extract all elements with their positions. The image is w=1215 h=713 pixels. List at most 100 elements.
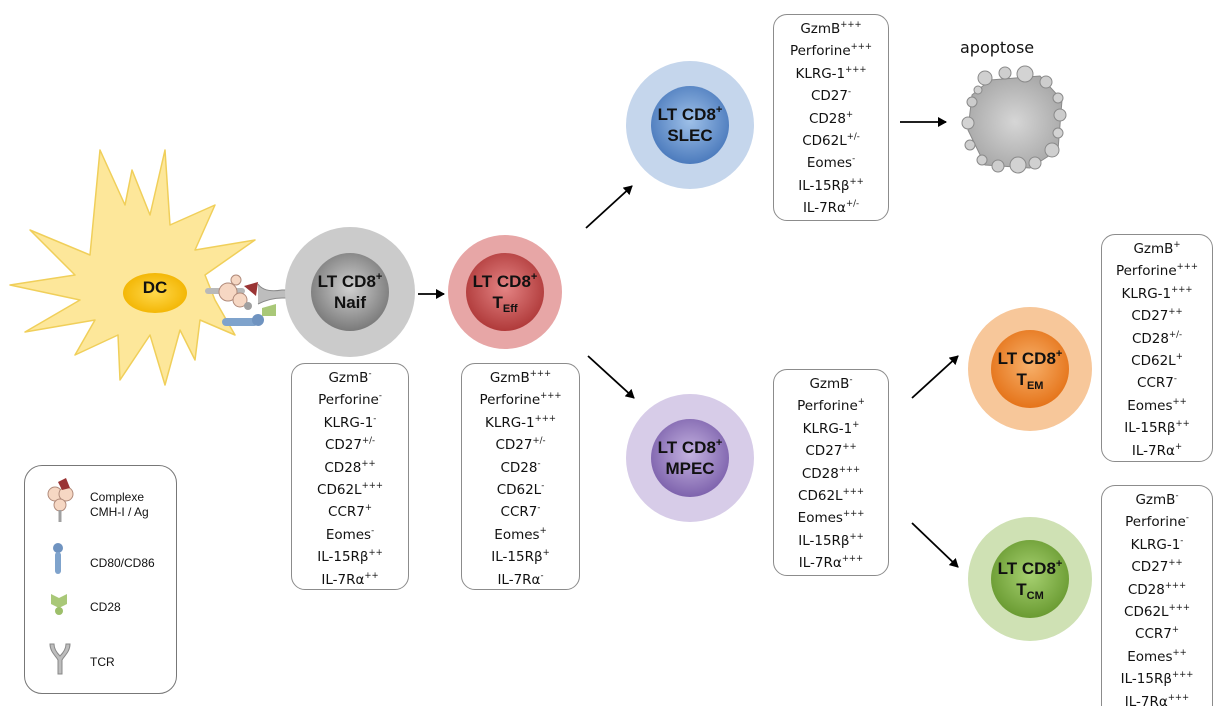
marker-level: +++ (850, 42, 873, 53)
marker-name: KLRG-1 (795, 65, 846, 82)
marker-row: CCR7+ (292, 501, 408, 523)
marker-row: IL-15Rβ+++ (1102, 668, 1212, 690)
markers-box-em: GzmB+Perforine+++KLRG-1+++CD27++CD28+/-C… (1101, 234, 1213, 462)
marker-row: IL-15Rβ++ (292, 546, 408, 568)
marker-row: GzmB+ (1102, 238, 1212, 260)
marker-name: Eomes (1127, 648, 1173, 665)
marker-level: - (371, 525, 375, 536)
arrow-mpec-to-cm (911, 522, 959, 568)
marker-name: Perforine (1115, 263, 1177, 280)
marker-name: KLRG-1 (484, 414, 535, 431)
marker-name: Eomes (494, 526, 540, 543)
marker-name: IL-15Rβ (491, 549, 543, 566)
marker-name: CD27 (1131, 559, 1169, 576)
marker-name: CD28 (1131, 330, 1169, 347)
marker-row: Eomes+++ (774, 507, 888, 529)
marker-name: CCR7 (328, 504, 365, 521)
marker-name: Eomes (806, 155, 853, 172)
marker-row: IL-7Rα+ (1102, 440, 1212, 462)
marker-row: IL-7Rα+++ (1102, 691, 1212, 713)
marker-name: Perforine (797, 398, 858, 415)
marker-level: ++ (364, 570, 379, 581)
marker-name: GzmB (328, 370, 369, 386)
marker-level: +++ (529, 369, 552, 379)
marker-row: CD28- (462, 457, 579, 479)
marker-row: KLRG-1+++ (1102, 283, 1212, 305)
marker-name: CD28 (808, 110, 846, 127)
marker-name: CD27 (810, 88, 848, 105)
marker-level: - (540, 570, 544, 581)
marker-level: +++ (534, 413, 557, 424)
marker-name: IL-7Rα (798, 555, 842, 572)
marker-level: +++ (840, 20, 862, 30)
marker-name: IL-7Rα (1131, 442, 1175, 459)
marker-name: IL-7Rα (802, 200, 846, 217)
marker-row: IL-7Rα+++ (774, 552, 888, 574)
marker-level: + (1173, 240, 1181, 250)
marker-row: CD27++ (774, 440, 888, 462)
cell-mpec (626, 394, 754, 522)
marker-name: IL-15Rβ (1120, 671, 1172, 688)
arrow-eff-to-mpec (587, 355, 635, 399)
marker-row: CD27- (774, 85, 888, 107)
marker-name: KLRG-1 (802, 420, 853, 437)
marker-level: +++ (842, 509, 865, 520)
marker-name: GzmB (1133, 241, 1174, 257)
marker-row: CD28+/- (1102, 328, 1212, 350)
arrow-mpec-to-em (911, 355, 959, 399)
marker-name: IL-7Rα (1124, 693, 1168, 710)
marker-name: CD62L (317, 482, 362, 499)
marker-row: CCR7+ (1102, 623, 1212, 645)
marker-name: CD62L (802, 133, 847, 150)
legend-cd28-label: CD28 (90, 600, 121, 614)
marker-level: +/- (1168, 329, 1183, 340)
cell-naif (285, 227, 415, 357)
marker-row: KLRG-1- (292, 412, 408, 434)
cell-slec (626, 61, 754, 189)
arrow-eff-to-slec (585, 185, 633, 229)
marker-level: - (847, 87, 852, 98)
marker-row: CD27+/- (292, 434, 408, 456)
marker-name: Perforine (1125, 514, 1186, 531)
marker-level: +/- (846, 132, 860, 143)
cd80-cd86-icon (53, 543, 63, 574)
marker-level: ++ (1175, 419, 1190, 430)
marker-name: CCR7 (1135, 626, 1172, 643)
marker-name: IL-7Rα (321, 571, 365, 588)
dendritic-cell-body (9, 149, 256, 386)
marker-level: + (364, 503, 372, 514)
marker-name: IL-15Rβ (798, 177, 850, 194)
legend-tcr-label: TCR (90, 655, 115, 669)
marker-level: +++ (540, 391, 562, 402)
marker-row: CD62L- (462, 479, 579, 501)
marker-row: KLRG-1- (1102, 534, 1212, 556)
legend-cd80-label: CD80/CD86 (90, 556, 155, 570)
apoptosis-label: apoptose (960, 38, 1035, 57)
markers-box-mpec: GzmB-Perforine+KLRG-1+CD27++CD28+++CD62L… (773, 369, 889, 576)
marker-name: GzmB (800, 21, 841, 37)
tcr-icon (49, 643, 71, 675)
marker-name: CCR7 (500, 504, 538, 521)
marker-name: CD27 (805, 443, 843, 460)
marker-level: +++ (361, 481, 383, 492)
marker-row: CD62L+ (1102, 350, 1212, 372)
marker-row: CD28+++ (1102, 579, 1212, 601)
marker-level: +++ (1171, 284, 1193, 295)
marker-name: Eomes (797, 510, 843, 527)
marker-name: Eomes (325, 526, 372, 543)
marker-row: CD62L+++ (292, 479, 408, 501)
marker-row: CD27++ (1102, 305, 1212, 327)
markers-box-eff: GzmB+++Perforine+++KLRG-1+++CD27+/-CD28-… (461, 363, 580, 590)
marker-row: CCR7- (462, 501, 579, 523)
marker-row: IL-7Rα++ (292, 569, 408, 591)
apoptotic-cell (961, 65, 1067, 174)
marker-name: GzmB (809, 376, 850, 392)
marker-row: GzmB+++ (774, 18, 888, 40)
marker-row: CD28++ (292, 457, 408, 479)
marker-row: IL-15Rβ+ (462, 546, 579, 568)
marker-name: Perforine (479, 392, 541, 409)
marker-level: - (1175, 491, 1179, 501)
synapse-receptors (205, 274, 291, 326)
marker-name: CD62L (496, 482, 542, 499)
